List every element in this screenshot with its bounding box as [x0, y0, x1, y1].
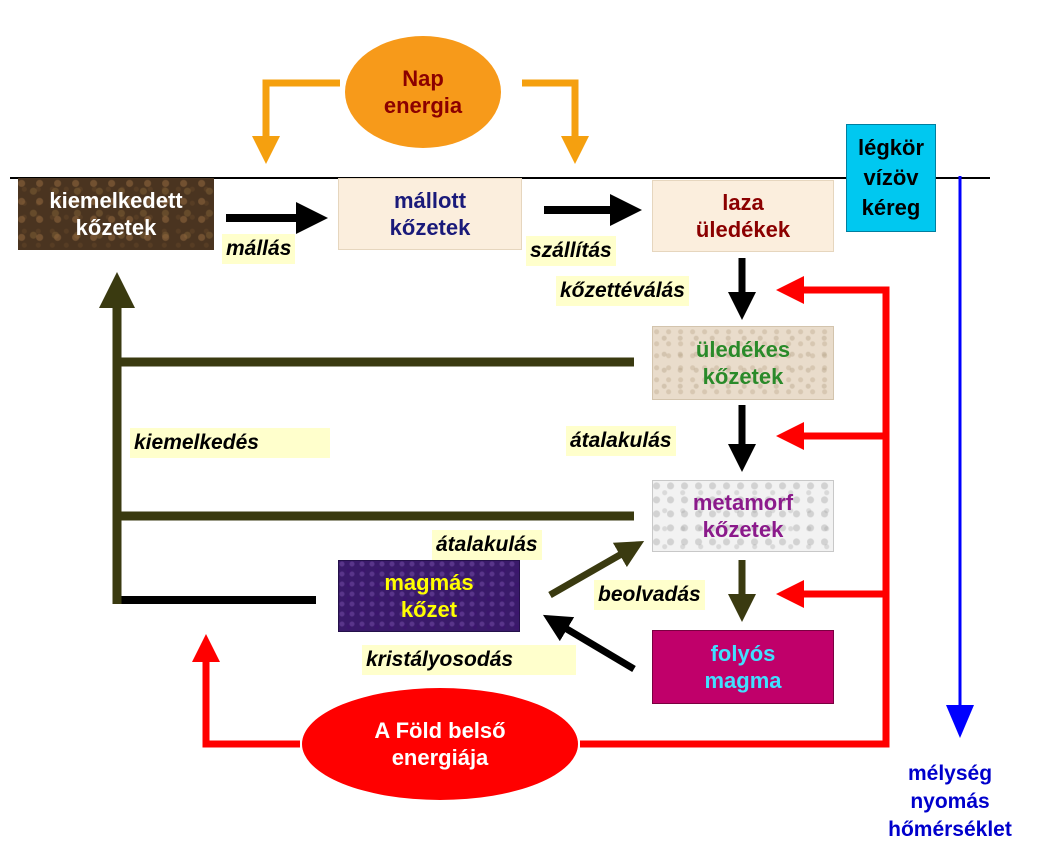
- weathered-line-2: kőzetek: [389, 215, 471, 240]
- magma-box: folyós magma: [652, 630, 834, 704]
- spheres-box: légkör vízöv kéreg: [846, 124, 936, 232]
- depth-line-3: hőmérséklet: [888, 818, 1012, 841]
- depth-axis-label: mélység nyomás hőmérséklet: [860, 760, 1040, 844]
- sun-energy-circle: Nap energia: [345, 36, 501, 148]
- uplifted-rocks-box: kiemelkedett kőzetek: [18, 178, 214, 250]
- metamorphic-line-1: metamorf: [692, 490, 794, 515]
- internal-energy-line: [580, 276, 890, 748]
- uplifted-line-2: kőzetek: [75, 215, 157, 240]
- igneous-line-1: magmás: [384, 570, 474, 595]
- uplift-label: kiemelkedés: [130, 428, 330, 458]
- sedimentary-line-2: kőzetek: [702, 364, 784, 389]
- weathered-rocks-box: mállott kőzetek: [338, 178, 522, 250]
- melting-label: beolvadás: [594, 580, 705, 610]
- igneous-rock-box: magmás kőzet: [338, 560, 520, 632]
- loose-line-2: üledékek: [695, 217, 791, 242]
- lithification-label: kőzettéválás: [556, 276, 689, 306]
- magma-line-2: magma: [704, 668, 782, 693]
- depth-arrowhead: [946, 705, 974, 738]
- metamorphism-label: átalakulás: [566, 426, 676, 456]
- sun-line-2: energia: [383, 93, 463, 118]
- uplifted-line-1: kiemelkedett: [49, 188, 183, 213]
- sun-arrow-left: [252, 79, 340, 164]
- depth-line-1: mélység: [907, 762, 993, 785]
- spheres-line-2: vízöv: [863, 165, 919, 190]
- sedimentary-rocks-box: üledékes kőzetek: [652, 326, 834, 400]
- metamorphic-rocks-box: metamorf kőzetek: [652, 480, 834, 552]
- loose-sediments-box: laza üledékek: [652, 180, 834, 252]
- weathered-line-1: mállott: [393, 188, 467, 213]
- internal-energy-arrow-uplift: [192, 634, 300, 748]
- earth-internal-energy-ellipse: A Föld belső energiája: [302, 688, 578, 800]
- igneous-metamorphism-arrow: [548, 541, 645, 599]
- igneous-metamorphism-label: átalakulás: [432, 530, 542, 560]
- depth-line-2: nyomás: [910, 790, 990, 813]
- earth-energy-line-2: energiája: [391, 745, 489, 770]
- spheres-line-3: kéreg: [861, 195, 921, 220]
- loose-line-1: laza: [722, 190, 764, 215]
- metamorphic-line-2: kőzetek: [702, 517, 784, 542]
- igneous-line-2: kőzet: [400, 597, 458, 622]
- sedimentary-line-1: üledékes: [695, 337, 791, 362]
- transport-label: szállítás: [526, 236, 616, 266]
- weathering-label: mállás: [222, 234, 296, 264]
- sun-arrow-right: [522, 79, 589, 164]
- sun-line-1: Nap: [402, 66, 444, 91]
- crystallization-arrow: [542, 614, 636, 673]
- spheres-line-1: légkör: [857, 135, 925, 160]
- crystallization-label: kristályosodás: [362, 645, 576, 675]
- magma-line-1: folyós: [710, 641, 776, 666]
- earth-energy-line-1: A Föld belső: [374, 718, 506, 743]
